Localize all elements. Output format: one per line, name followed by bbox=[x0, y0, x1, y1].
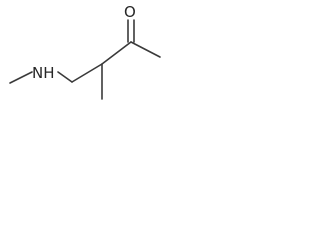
bond-n-ch2 bbox=[57, 71, 73, 83]
bond-carbonyl-methyl bbox=[130, 41, 161, 58]
skeletal-formula: NH O bbox=[9, 3, 161, 100]
atom-label-nh: NH bbox=[32, 64, 55, 82]
bond-ch2-ch bbox=[71, 63, 103, 83]
bond-ch-carbonyl bbox=[101, 41, 132, 65]
bond-n-methyl bbox=[9, 71, 33, 84]
atom-label-o: O bbox=[124, 3, 136, 21]
